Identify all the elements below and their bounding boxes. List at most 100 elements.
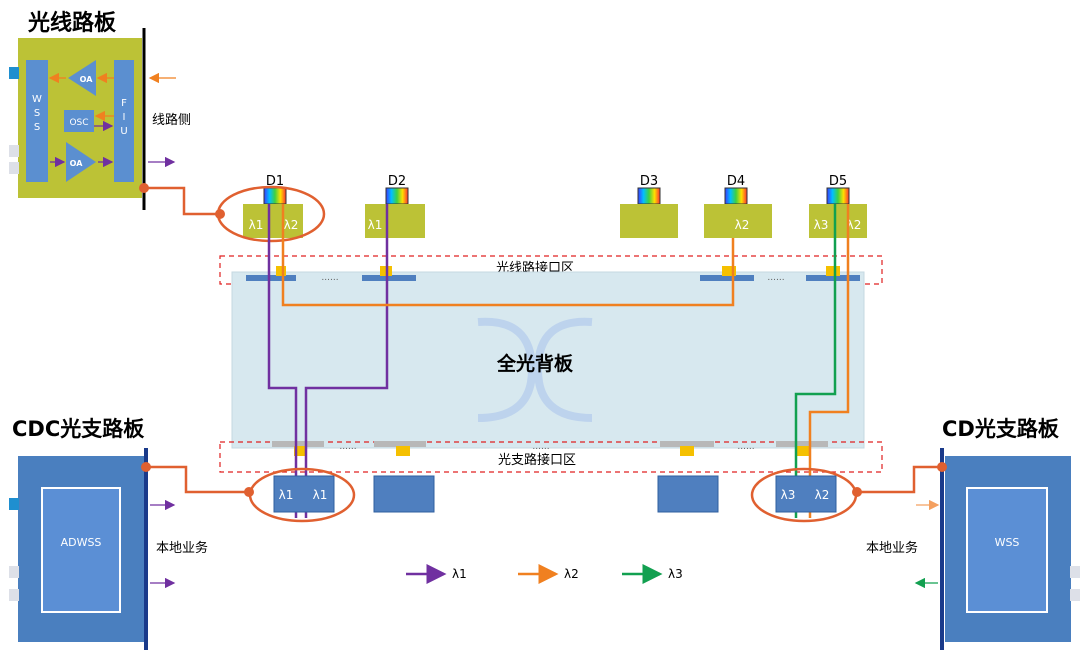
degree-d5: D5 λ3 λ2 — [809, 174, 867, 238]
branch-port-left: λ1 λ1 — [248, 467, 356, 523]
lambda-label: λ3 — [781, 488, 796, 502]
branch-port — [657, 475, 719, 513]
interface-connector — [680, 446, 694, 456]
backplane-label: 全光背板 — [496, 352, 574, 375]
backplane — [231, 271, 865, 449]
interface-port — [700, 275, 754, 281]
branch-port — [273, 475, 335, 513]
wss-label: WSS — [995, 536, 1020, 549]
cdc-board-title: CDC光支路板 — [12, 417, 145, 441]
degree-board — [620, 204, 678, 238]
highlight-ellipse — [216, 185, 326, 243]
crossbar-icon — [477, 317, 593, 422]
spectrum-icon — [637, 187, 661, 205]
interface-port — [776, 441, 828, 447]
wss-letter: W — [32, 94, 42, 105]
line-board-port — [9, 67, 19, 79]
cd-board: CD光支路板 WSS 本地业务 — [852, 417, 1080, 650]
branch-port — [775, 475, 837, 513]
legend: λ1 λ2 λ3 — [406, 564, 683, 584]
cd-board-port — [1070, 589, 1080, 601]
cdc-board: CDC光支路板 ADWSS 本地业务 — [9, 417, 254, 650]
lambda-label: λ1 — [368, 218, 383, 232]
lambda-label: λ1 — [249, 218, 264, 232]
ellipsis: ...... — [339, 442, 356, 452]
degree-board — [704, 204, 772, 238]
lambda-label: λ3 — [814, 218, 829, 232]
interface-port — [660, 441, 714, 447]
cdc-connector — [146, 465, 248, 494]
lambda-label: λ2 — [847, 218, 862, 232]
lambda1-path-d2 — [304, 204, 389, 518]
ellipsis: ...... — [737, 442, 754, 452]
lambda2-path-d1-d4 — [281, 204, 735, 307]
legend-label: λ1 — [452, 567, 467, 581]
line-board: 光线路板 W S S F I U OA OSC OA 线路侧 — [9, 10, 225, 219]
interface-port — [806, 275, 860, 281]
connector-dot — [141, 462, 151, 472]
local-service-label: 本地业务 — [866, 540, 918, 556]
degree-board — [809, 204, 867, 238]
degree-d4: D4 λ2 — [704, 174, 772, 238]
cdc-board-port — [9, 589, 19, 601]
spectrum-icon — [724, 187, 748, 205]
interface-connector — [826, 266, 840, 276]
line-board-port — [9, 162, 19, 174]
cdc-board-port — [9, 566, 19, 578]
oa-top-triangle — [68, 60, 96, 96]
lambda3-path-d5 — [794, 204, 837, 518]
fiu-letter: I — [123, 112, 126, 123]
degree-label: D3 — [640, 174, 658, 189]
lambda-label: λ2 — [284, 218, 299, 232]
interface-port — [246, 275, 296, 281]
spectrum-icon — [263, 187, 287, 205]
connector-dot — [215, 209, 225, 219]
adwss-block — [41, 487, 121, 613]
degree-label: D2 — [388, 174, 406, 189]
degree-board — [365, 204, 425, 238]
cdc-board-port — [9, 498, 19, 510]
cd-board-port — [1070, 566, 1080, 578]
degree-d2: D2 λ1 — [365, 174, 425, 238]
branch-port — [373, 475, 435, 513]
degree-label: D1 — [266, 174, 284, 189]
cd-connector — [858, 465, 942, 494]
lambda1-path-d1 — [267, 204, 298, 518]
legend-label: λ3 — [668, 567, 683, 581]
legend-label: λ2 — [564, 567, 579, 581]
wss-block — [26, 60, 48, 182]
line-board-port — [9, 145, 19, 157]
oa-bottom-label: OA — [70, 159, 84, 168]
branch-interface-label: 光支路接口区 — [498, 452, 576, 468]
interface-port — [362, 275, 416, 281]
adwss-label: ADWSS — [61, 536, 102, 549]
local-service-label: 本地业务 — [156, 540, 208, 556]
interface-connector — [276, 266, 286, 276]
connector-dot — [937, 462, 947, 472]
connector-dot — [244, 487, 254, 497]
degree-d1: D1 λ1 λ2 — [216, 174, 326, 243]
wss-letter: S — [34, 122, 40, 133]
degree-label: D5 — [829, 174, 847, 189]
lambda-label: λ1 — [313, 488, 328, 502]
oa-bottom-triangle — [66, 142, 96, 182]
lambda-label: λ2 — [735, 218, 750, 232]
line-board-connector — [144, 186, 220, 216]
degree-board — [243, 204, 303, 238]
ellipsis: ...... — [532, 442, 549, 452]
degree-label: D4 — [727, 174, 745, 189]
ellipsis: ...... — [767, 273, 784, 283]
line-board-title: 光线路板 — [27, 10, 117, 36]
connector-dot — [139, 183, 149, 193]
lambda-label: λ1 — [279, 488, 294, 502]
lambda-label: λ2 — [815, 488, 830, 502]
lambda2-path-d5 — [808, 204, 850, 518]
osc-label: OSC — [69, 118, 88, 128]
branch-interface-ports: ...... ...... ...... — [272, 441, 828, 456]
line-side-label: 线路侧 — [152, 112, 191, 128]
connector-dot — [852, 487, 862, 497]
interface-port — [374, 441, 426, 447]
spectrum-icon — [385, 187, 409, 205]
interface-connector — [294, 446, 306, 456]
